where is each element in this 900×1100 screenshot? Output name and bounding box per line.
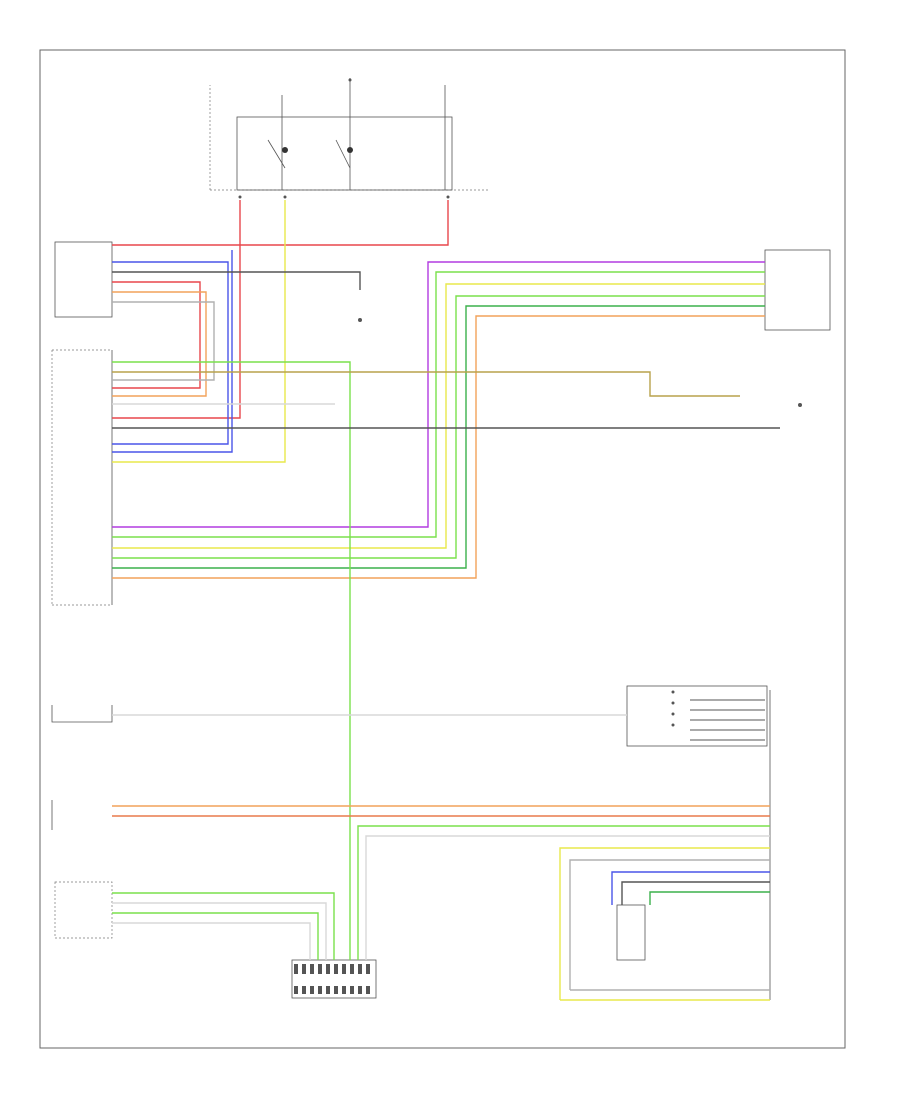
components [51,78,831,1000]
wire-green-4 [357,825,770,960]
wire-green-1 [112,271,765,538]
wire-yellow-1 [112,200,286,463]
wire-lightgray-3 [365,835,770,960]
wire-yellow-3 [559,847,770,1000]
wire-gray-5 [621,881,770,905]
wire-blue-1 [112,250,233,453]
wire-lightgray-4 [112,902,327,960]
cruise-control-switch [626,685,768,747]
relay-switch [267,139,351,169]
wire-red-3 [112,281,201,389]
wire-green-2 [112,295,765,559]
pedal-sensor-module [54,241,113,318]
neutral-sensor [51,705,113,723]
relay-contact [347,147,353,153]
wire-green-3 [112,361,351,960]
diagram-frame [39,49,846,1049]
wire-green-6 [112,912,319,960]
wire-gray-2 [112,301,215,381]
throttle-module [764,249,831,331]
wires [112,200,780,1001]
wire-yellow-2 [112,283,765,549]
ecm-outline [51,349,112,606]
wire-orange-2 [112,315,765,579]
wire-olive [112,371,740,397]
relay-contact [282,147,288,153]
connector-pins [238,78,675,994]
relay-box [236,116,453,191]
wire-green-5 [112,892,335,960]
wire-gray-1 [112,271,361,290]
lower-left-sensor [54,881,113,939]
brake-control-module [616,904,646,961]
cruise-switch-wires [690,699,765,741]
wire-red-1 [112,200,241,419]
wire-lightgray-5 [112,922,311,960]
wire-violet [112,261,765,528]
wire-red-2 [112,200,449,246]
wire-darkgreen-1 [112,305,765,569]
wire-orange-1 [112,291,207,397]
wire-blue-3 [611,871,770,905]
wire-darkgreen-2 [649,891,770,905]
wire-blue-2 [112,261,229,445]
clutch-switch [798,403,802,407]
wire-gray-4 [569,859,770,990]
